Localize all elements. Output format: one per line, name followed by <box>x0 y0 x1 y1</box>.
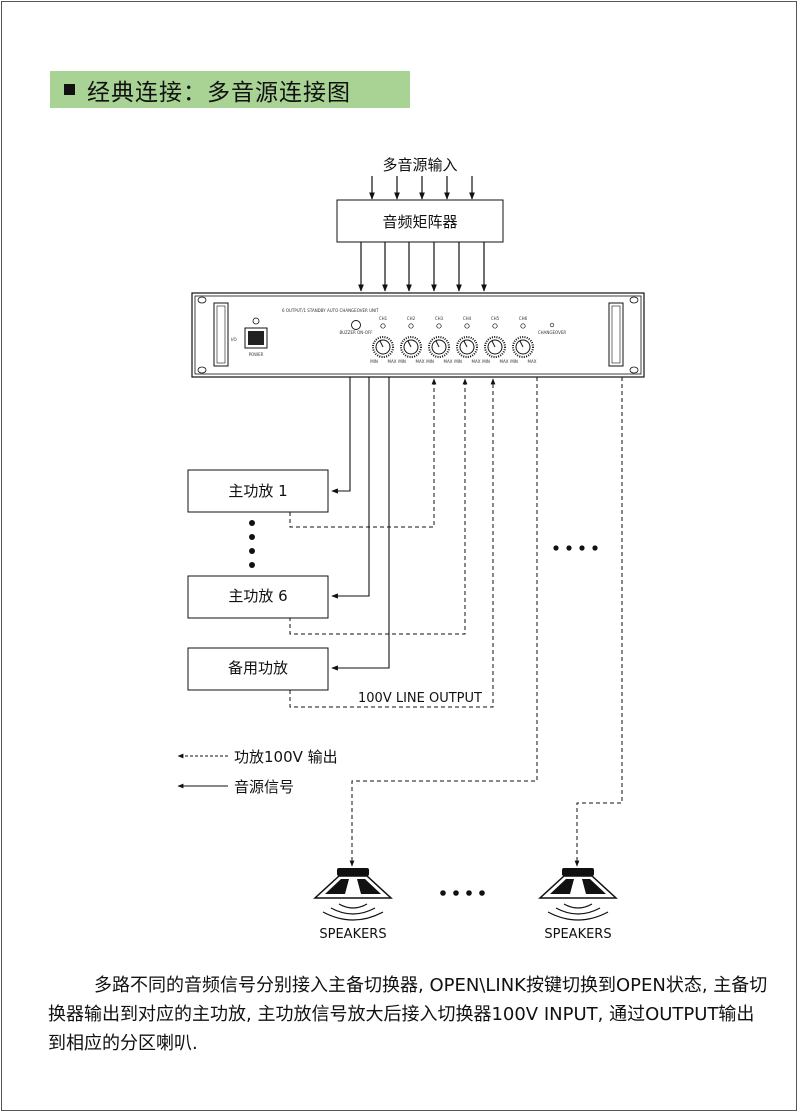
channel-label: CH5 <box>491 316 500 321</box>
svg-text:I/O: I/O <box>231 337 237 342</box>
ellipsis-horizontal-icon <box>553 545 598 551</box>
changeover-unit: I/O POWER 6 OUTPUT/1 STANDBY AUTO CHANGE… <box>191 292 645 378</box>
channel-led-icon <box>492 323 498 329</box>
multi-source-input-label: 多音源输入 <box>382 156 457 174</box>
knob-scale-icon <box>484 336 506 358</box>
speaker-label-1: SPEAKERS <box>319 927 386 942</box>
svg-text:MAX: MAX <box>472 359 481 364</box>
svg-text:MAX: MAX <box>416 359 425 364</box>
knob-scale-icon <box>428 336 450 358</box>
square-bullet-icon <box>64 84 75 95</box>
ellipsis-horizontal-icon <box>440 890 485 896</box>
main-amp-1-box <box>187 469 329 513</box>
legend-solid-label: 音源信号 <box>234 778 294 796</box>
input-arrows <box>369 176 475 200</box>
section-title: 经典连接：多音源连接图 <box>87 79 351 106</box>
channel-label: CH2 <box>407 316 416 321</box>
audio-matrix-label: 音频矩阵器 <box>382 213 457 231</box>
svg-text:MIN: MIN <box>370 359 378 364</box>
speaker-output-wires <box>349 377 623 867</box>
svg-text:MAX: MAX <box>528 359 537 364</box>
legend: 功放100V 输出 音源信号 <box>177 748 338 796</box>
knob-scale-icon <box>456 336 478 358</box>
power-label: POWER <box>249 352 264 357</box>
channel-label: CH6 <box>519 316 528 321</box>
audio-matrix-box <box>336 199 504 243</box>
channel-label: CH1 <box>379 316 388 321</box>
channel-led-icon <box>436 323 442 329</box>
main-amp-6-box <box>187 575 329 619</box>
legend-dashed-label: 功放100V 输出 <box>234 748 338 766</box>
svg-text:MIN: MIN <box>510 359 518 364</box>
channel-label: CH4 <box>463 316 472 321</box>
channel-led-icon <box>520 323 526 329</box>
knob-scale-icon <box>400 336 422 358</box>
main-amp-6-label: 主功放 6 <box>228 587 287 605</box>
buzzer-button-icon <box>351 320 361 330</box>
standby-amp-label: 备用功放 <box>228 659 288 677</box>
speaker-icon <box>313 868 393 921</box>
buzzer-label: BUZZER ON-OFF <box>339 330 373 335</box>
speaker-label-2: SPEAKERS <box>544 927 611 942</box>
changeover-label: CHANGEOVER <box>538 330 566 335</box>
line-output-label: 100V LINE OUTPUT <box>358 691 482 706</box>
channel-led-icon <box>380 323 386 329</box>
source-signal-wires <box>331 377 390 671</box>
amp-output-wires <box>289 378 496 708</box>
channel-led-icon <box>408 323 414 329</box>
speaker-icon <box>538 868 618 921</box>
model-text: 6 OUTPUT/1 STANDBY AUTO CHANGEOVER UNIT <box>282 308 379 313</box>
channel-label: CH3 <box>435 316 444 321</box>
knob-scale-icon <box>512 336 534 358</box>
standby-amp-box <box>187 647 329 691</box>
svg-text:MIN: MIN <box>426 359 434 364</box>
svg-text:MAX: MAX <box>388 359 397 364</box>
channel-led-icon <box>464 323 470 329</box>
main-amp-1-label: 主功放 1 <box>228 482 287 500</box>
svg-text:MIN: MIN <box>454 359 462 364</box>
power-led-icon <box>252 317 260 325</box>
svg-text:MIN: MIN <box>398 359 406 364</box>
svg-text:MAX: MAX <box>444 359 453 364</box>
svg-text:MIN: MIN <box>482 359 490 364</box>
description-paragraph: 多路不同的音频信号分别接入主备切换器, OPEN\LINK按键切换到OPEN状态… <box>48 975 768 1054</box>
knob-scale-icon <box>372 336 394 358</box>
matrix-output-arrows <box>358 242 487 292</box>
changeover-led-icon <box>549 322 555 328</box>
svg-text:MAX: MAX <box>500 359 509 364</box>
ellipsis-vertical-icon <box>249 520 255 568</box>
section-title-bar: 经典连接：多音源连接图 <box>50 71 410 108</box>
